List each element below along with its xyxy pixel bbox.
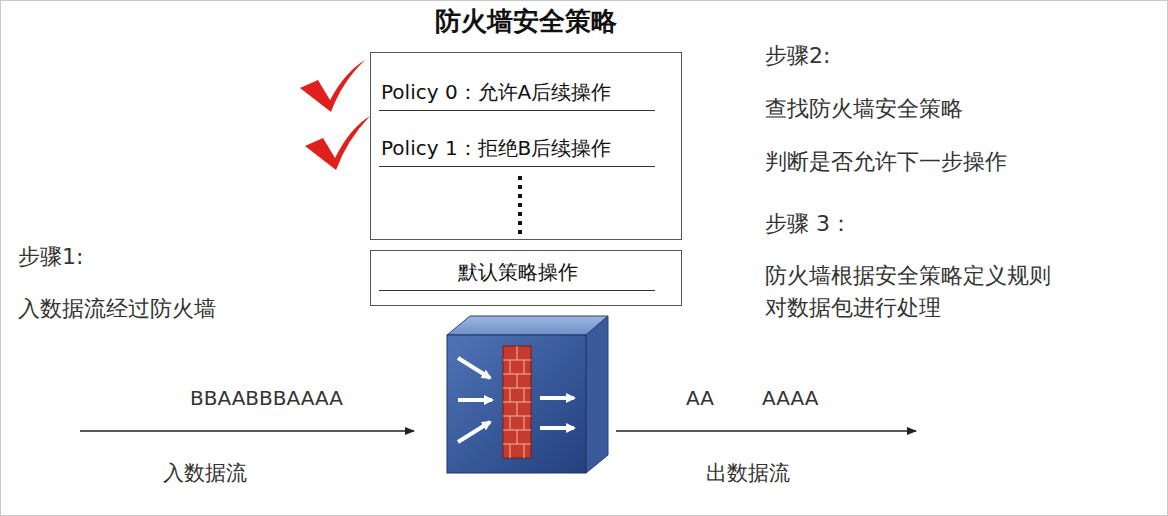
flow-label: 出数据流 xyxy=(706,458,790,488)
flow-label: 入数据流 xyxy=(163,458,247,488)
step-text: 入数据流经过防火墙 xyxy=(18,293,216,325)
step-heading: 步骤 3： xyxy=(765,208,852,240)
ellipsis-dots xyxy=(518,176,522,234)
check-mark xyxy=(305,116,370,170)
policy-text: 默认策略操作 xyxy=(379,259,655,291)
check-mark xyxy=(300,60,365,112)
data-stream: AA xyxy=(686,384,714,413)
step-heading: 步骤1: xyxy=(18,241,83,273)
step-text: 防火墙根据安全策略定义规则对数据包进行处理 xyxy=(765,260,1055,324)
step-heading: 步骤2: xyxy=(765,40,830,72)
step-text: 查找防火墙安全策略 xyxy=(765,93,963,125)
policy-list-box: Policy 0：允许A后续操作 Policy 1：拒绝B后续操作 xyxy=(370,52,682,240)
step-text: 判断是否允许下一步操作 xyxy=(765,146,1007,178)
firewall-icon xyxy=(447,316,608,473)
policy-text: Policy 1：拒绝B后续操作 xyxy=(379,135,655,167)
policy-text: Policy 0：允许A后续操作 xyxy=(379,79,655,111)
in-flow-arrow xyxy=(80,430,414,432)
data-stream: AAAA xyxy=(762,384,818,413)
default-policy-box: 默认策略操作 xyxy=(370,250,682,306)
diagram-title: 防火墙安全策略 xyxy=(435,4,617,39)
out-flow-arrow xyxy=(616,430,916,432)
data-stream: BBAABBBAAAA xyxy=(190,384,343,413)
